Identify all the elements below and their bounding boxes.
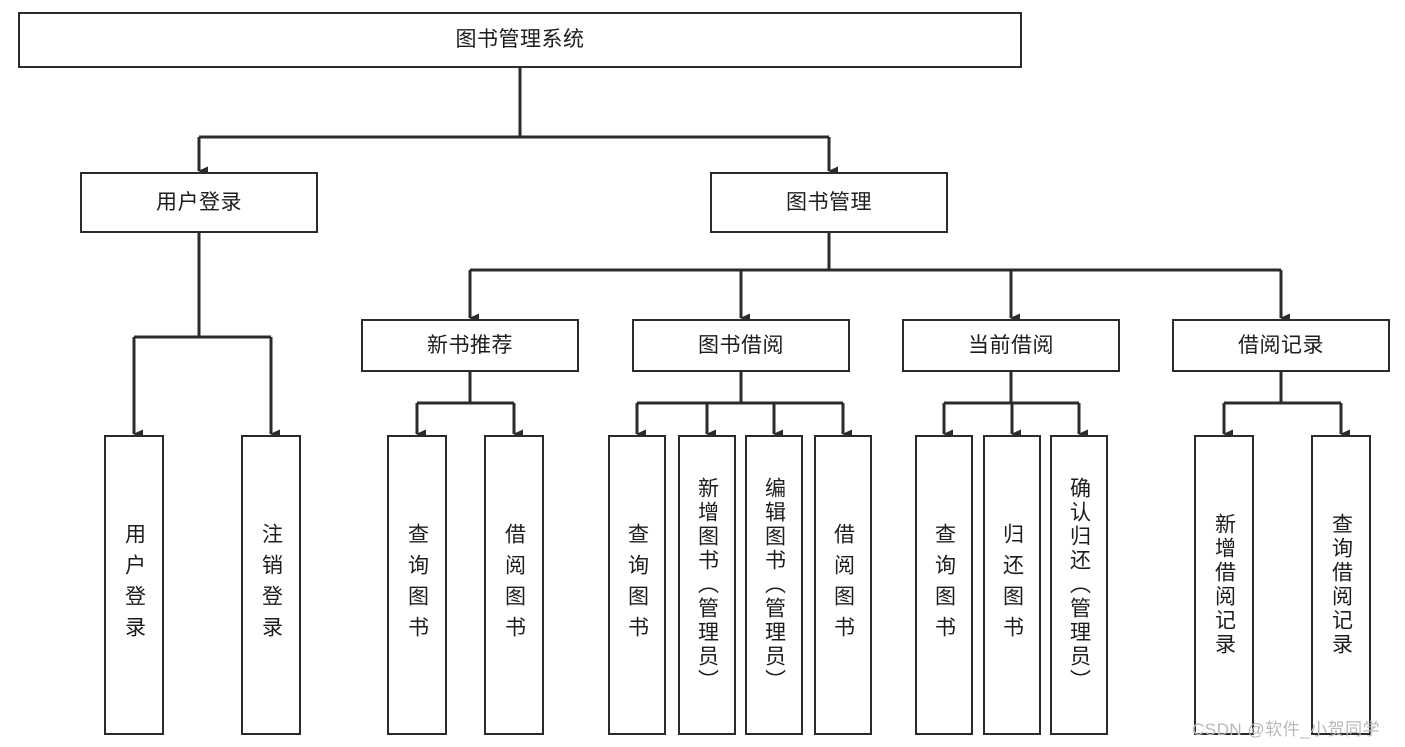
node-label: 用户登录 xyxy=(122,523,146,647)
node-user-login[interactable]: 用户登录 xyxy=(80,172,318,233)
node-new-book-rec[interactable]: 新书推荐 xyxy=(361,319,579,372)
node-label: 图书借阅 xyxy=(698,333,784,357)
node-leaf-logout[interactable]: 注销登录 xyxy=(241,435,301,735)
node-book-manage[interactable]: 图书管理 xyxy=(710,172,948,233)
node-leaf-query-2[interactable]: 查询图书 xyxy=(608,435,666,735)
node-label: 借阅图书 xyxy=(502,523,526,647)
node-label: 查询借阅记录 xyxy=(1329,513,1353,657)
node-leaf-edit-book[interactable]: 编辑图书（管理员） xyxy=(745,435,803,735)
node-label: 借阅记录 xyxy=(1238,333,1324,357)
node-label: 图书管理系统 xyxy=(455,28,585,52)
node-leaf-query-1[interactable]: 查询图书 xyxy=(387,435,447,735)
node-label: 新书推荐 xyxy=(427,333,513,357)
node-label: 用户登录 xyxy=(156,190,242,214)
node-label: 编辑图书（管理员） xyxy=(762,477,786,693)
node-label: 查询图书 xyxy=(625,523,649,647)
node-leaf-add-rec[interactable]: 新增借阅记录 xyxy=(1194,435,1254,735)
node-current-borrow[interactable]: 当前借阅 xyxy=(902,319,1120,372)
node-label: 确认归还（管理员） xyxy=(1067,477,1091,693)
node-leaf-add-book[interactable]: 新增图书（管理员） xyxy=(678,435,736,735)
node-leaf-user-login[interactable]: 用户登录 xyxy=(104,435,164,735)
node-borrow-record[interactable]: 借阅记录 xyxy=(1172,319,1390,372)
watermark-text: CSDN @软件_小贺同学 xyxy=(1192,720,1381,739)
node-leaf-confirm[interactable]: 确认归还（管理员） xyxy=(1050,435,1108,735)
node-label: 图书管理 xyxy=(786,190,872,214)
node-label: 查询图书 xyxy=(932,523,956,647)
node-label: 新增图书（管理员） xyxy=(695,477,719,693)
node-label: 注销登录 xyxy=(259,523,283,647)
node-root[interactable]: 图书管理系统 xyxy=(18,12,1022,68)
node-leaf-query-rec[interactable]: 查询借阅记录 xyxy=(1311,435,1371,735)
node-leaf-return[interactable]: 归还图书 xyxy=(983,435,1041,735)
node-book-borrow[interactable]: 图书借阅 xyxy=(632,319,850,372)
node-label: 新增借阅记录 xyxy=(1212,513,1236,657)
node-label: 当前借阅 xyxy=(968,333,1054,357)
node-leaf-borrow-1[interactable]: 借阅图书 xyxy=(484,435,544,735)
node-leaf-query-3[interactable]: 查询图书 xyxy=(915,435,973,735)
node-label: 归还图书 xyxy=(1000,523,1024,647)
node-leaf-borrow-2[interactable]: 借阅图书 xyxy=(814,435,872,735)
node-label: 查询图书 xyxy=(405,523,429,647)
node-label: 借阅图书 xyxy=(831,523,855,647)
